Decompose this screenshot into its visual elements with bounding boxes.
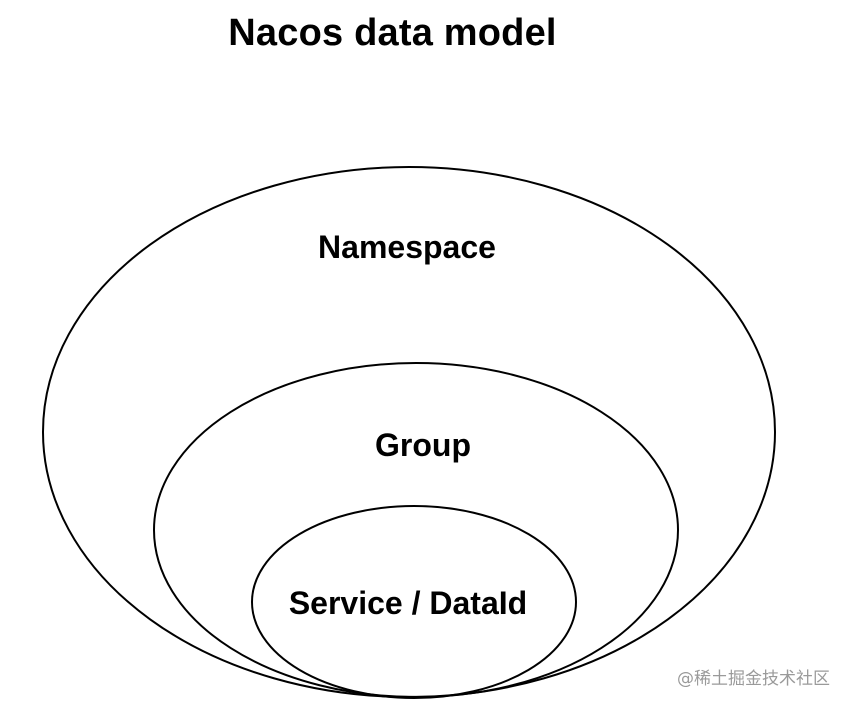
service-ellipse [251, 505, 577, 699]
watermark: @稀土掘金技术社区 [677, 669, 830, 689]
namespace-label: Namespace [318, 229, 496, 265]
diagram-title: Nacos data model [228, 12, 557, 54]
service-dataid-label: Service / DataId [289, 585, 527, 621]
group-ellipse [153, 362, 679, 698]
group-label: Group [375, 427, 471, 463]
